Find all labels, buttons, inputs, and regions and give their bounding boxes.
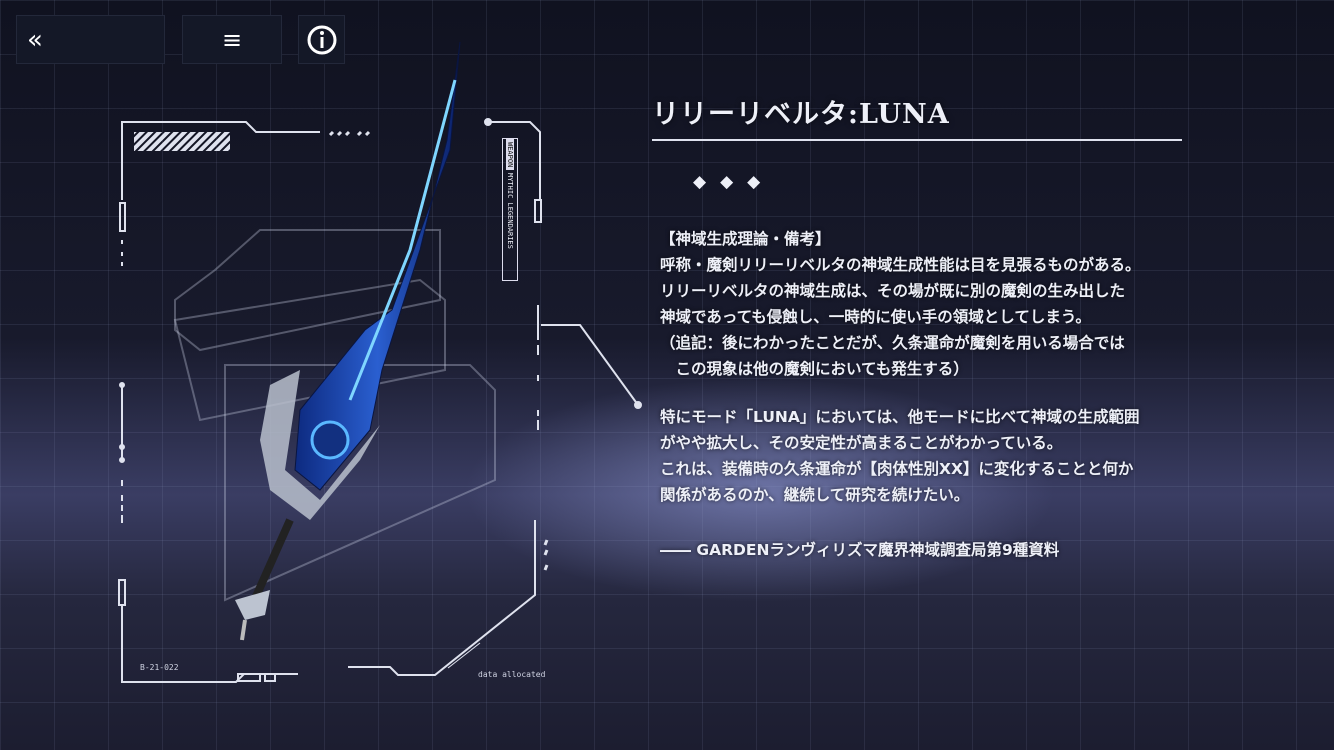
text-line: 関係があるのか、継続して研究を続けたい。 bbox=[660, 486, 970, 504]
weapon-tag: WEAPON MYTHIC LEGENDARIES bbox=[502, 138, 518, 281]
info-button[interactable] bbox=[298, 15, 345, 64]
back-icon: « bbox=[27, 24, 43, 55]
text-line: （追記：後にわかったことだが、久条運命が魔剣を用いる場合では bbox=[660, 334, 1125, 352]
weapon-code: B-21-022 bbox=[140, 663, 179, 672]
text-line: 特にモード「LUNA」においては、他モードに比べて神域の生成範囲 bbox=[660, 408, 1140, 426]
text-line: 神域であっても侵蝕し、一時的に使い手の領域としてしまう。 bbox=[660, 308, 1091, 326]
description-para2: 特にモード「LUNA」においては、他モードに比べて神域の生成範囲がやや拡大し、そ… bbox=[660, 404, 1140, 508]
weapon-name: リリーリベルタ:LUNA bbox=[652, 99, 950, 130]
description-source: ―― GARDENランヴィリズマ魔界神域調査局第9種資料 bbox=[660, 541, 1060, 559]
text-line: がやや拡大し、その安定性が高まることがわかっている。 bbox=[660, 434, 1063, 452]
info-icon bbox=[307, 25, 336, 54]
description-para1: 【神域生成理論・備考】呼称・魔剣リリーリベルタの神域生成性能は目を見張るものがあ… bbox=[660, 226, 1141, 382]
description-heading: 【神域生成理論・備考】 bbox=[660, 230, 831, 248]
menu-button[interactable]: ≡ bbox=[182, 15, 282, 64]
status-label: data allocated bbox=[478, 670, 546, 679]
text-line: この現象は他の魔剣においても発生する） bbox=[660, 360, 969, 378]
title-divider bbox=[652, 139, 1182, 141]
menu-icon: ≡ bbox=[221, 25, 243, 54]
text-line: これは、装備時の久条運命が【肉体性別XX】に変化することと何か bbox=[660, 460, 1134, 478]
tag-class: MYTHIC LEGENDARIES bbox=[506, 173, 514, 250]
back-button[interactable]: « bbox=[16, 15, 165, 64]
tag-type: WEAPON bbox=[506, 139, 514, 171]
rarity-diamonds: ◆◆◆ bbox=[693, 172, 775, 192]
text-line: リリーリベルタの神域生成は、その場が既に別の魔剣の生み出した bbox=[660, 282, 1126, 300]
text-line: 呼称・魔剣リリーリベルタの神域生成性能は目を見張るものがある。 bbox=[660, 256, 1141, 274]
